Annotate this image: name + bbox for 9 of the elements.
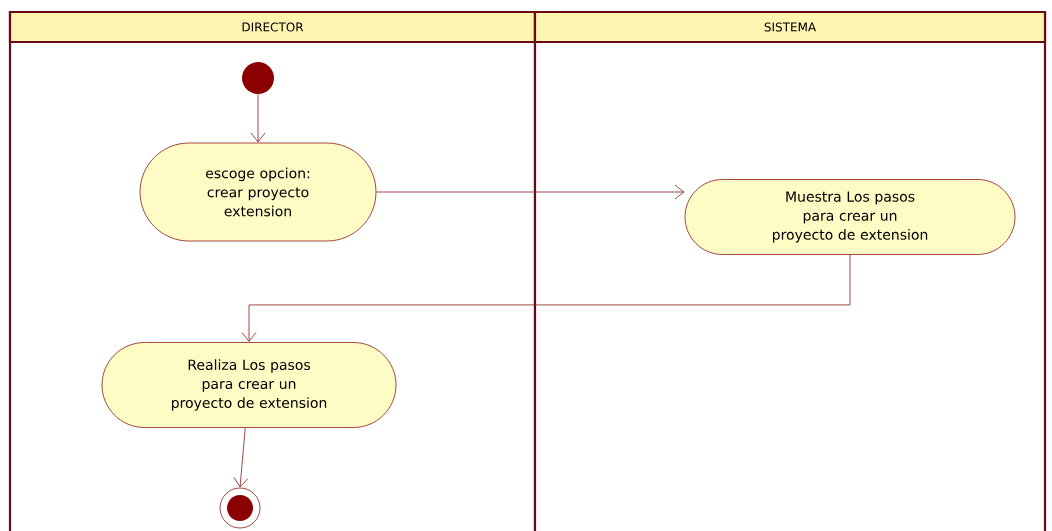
activity-box: Muestra Los pasos para crear un proyecto de extension <box>684 179 1016 255</box>
arrow <box>376 184 685 200</box>
arrow <box>233 427 249 488</box>
arrow <box>250 93 266 143</box>
start-circle <box>242 62 274 94</box>
arrow <box>241 254 851 342</box>
end-circle <box>219 487 261 529</box>
activity-box: Realiza Los pasos para crear un proyecto de extension <box>101 342 397 428</box>
activity-box: escoge opcion: crear proyecto extension <box>139 142 377 242</box>
